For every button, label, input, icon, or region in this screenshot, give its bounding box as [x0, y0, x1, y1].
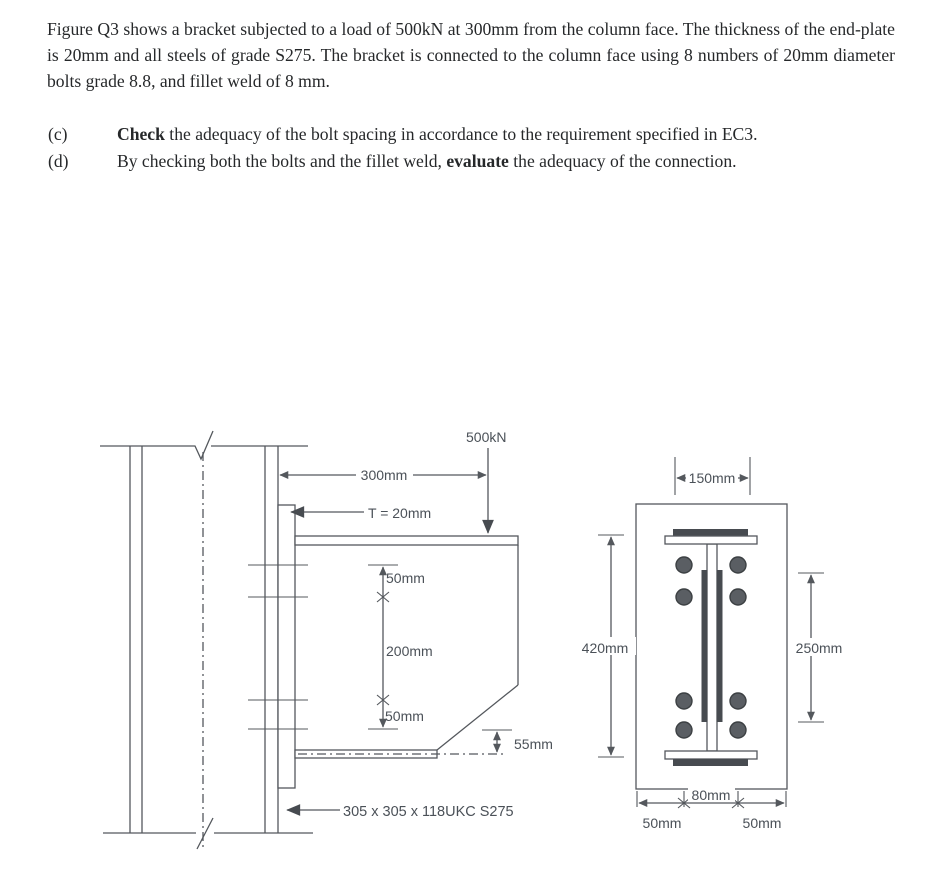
item-d-bold: evaluate: [446, 151, 509, 171]
bolt: [675, 556, 693, 574]
item-d-rest: the adequacy of the connection.: [508, 151, 737, 171]
bolt: [675, 588, 693, 606]
question-item-c: (c) Check the adequacy of the bolt spaci…: [47, 121, 895, 147]
bracket-side-view: [294, 535, 519, 759]
end-plate-side-view: [248, 504, 308, 789]
label-bg: [686, 469, 738, 485]
question-block: Figure Q3 shows a bracket subjected to a…: [47, 16, 895, 175]
tee-flange-top: [664, 535, 758, 545]
item-c-marker: (c): [48, 124, 68, 144]
label-bg: [577, 637, 636, 655]
label-bg: [688, 787, 735, 802]
bottom-break-mark: [196, 817, 214, 850]
bracket-plate-edge-bottom: [673, 759, 748, 766]
bolt: [729, 556, 747, 574]
end-plate-front-view: [635, 503, 788, 790]
dim-label: 50mm: [743, 815, 782, 831]
bolt: [729, 721, 747, 739]
bolt-group: [675, 556, 747, 739]
load-label: 500kN: [466, 429, 506, 445]
load-annotation: 500kN: [466, 429, 506, 534]
bracket-chamfer: [436, 684, 519, 751]
dim-label: 55mm: [514, 736, 553, 752]
dim-55mm: 55mm: [482, 729, 553, 753]
bolt: [729, 588, 747, 606]
question-intro: Figure Q3 shows a bracket subjected to a…: [47, 19, 895, 91]
bolt: [675, 692, 693, 710]
item-c-bold: Check: [117, 124, 165, 144]
dim-150mm: 150mm: [674, 457, 751, 495]
bracket-top-plate: [294, 535, 519, 546]
column-section-callout: 305 x 305 x 118UKC S275: [286, 804, 514, 820]
dim-label: 50mm: [643, 815, 682, 831]
label-bg: [356, 466, 413, 483]
dim-label: 250mm: [796, 640, 843, 656]
dim-label: 50mm: [386, 570, 425, 586]
top-cut-line: [100, 430, 214, 461]
question-item-d: (d) By checking both the bolts and the f…: [47, 148, 895, 174]
question-items: (c) Check the adequacy of the bolt spaci…: [47, 121, 895, 174]
dim-420mm: 420mm: [577, 534, 636, 758]
item-c-text: Check the adequacy of the bolt spacing i…: [117, 121, 895, 147]
dim-bolt-rows: 50mm 200mm 50mm: [368, 564, 433, 730]
dim-label: T = 20mm: [368, 505, 431, 521]
tee-flange-bottom: [664, 750, 758, 760]
dim-250mm: 250mm: [789, 572, 849, 723]
weld-strip-right: [716, 570, 723, 722]
dim-label: 200mm: [386, 643, 433, 659]
bracket-figure: 500kN 300mm T = 20mm 50mm 200mm 50mm: [100, 429, 849, 850]
dim-plate-thickness: T = 20mm: [290, 505, 431, 521]
item-c-rest: the adequacy of the bolt spacing in acco…: [164, 124, 758, 144]
dim-300mm: 300mm: [279, 466, 487, 483]
label-bg: [789, 638, 849, 656]
bolt: [729, 692, 747, 710]
end-plate: [277, 504, 296, 789]
dim-label: 80mm: [692, 787, 731, 803]
item-d-text: By checking both the bolts and the fille…: [117, 148, 895, 174]
dim-label: 50mm: [385, 708, 424, 724]
bracket-plate-edge-top: [673, 529, 748, 536]
dim-label: 420mm: [582, 640, 629, 656]
item-d-marker: (d): [48, 151, 69, 171]
dim-bolt-gauge: 80mm 50mm 50mm: [636, 787, 787, 831]
dim-label: 300mm: [361, 467, 408, 483]
weld-strip-left: [701, 570, 708, 722]
item-d-lead: By checking both the bolts and the fille…: [117, 151, 447, 171]
bolt: [675, 721, 693, 739]
column-section-label: 305 x 305 x 118UKC S275: [343, 804, 514, 820]
dim-label: 150mm: [689, 470, 736, 486]
tee-web: [706, 543, 718, 752]
